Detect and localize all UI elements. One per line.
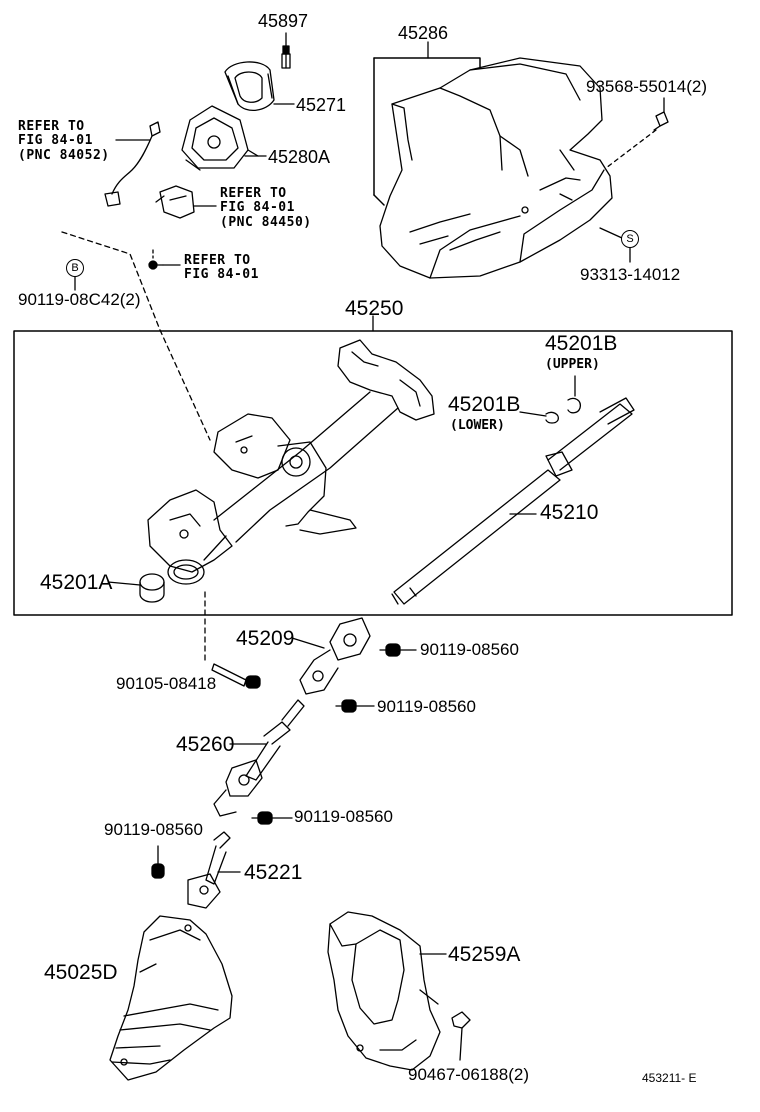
part-45280A-bracket: [181, 105, 259, 171]
label-45897: 45897: [258, 11, 309, 31]
refer-3-line-b: FIG 84-01: [184, 267, 259, 282]
part-45201B-upper-clip: [567, 397, 581, 414]
label-45025D: 45025D: [44, 961, 118, 984]
refer-1-line-c: (PNC 84052): [18, 148, 110, 163]
label-45271: 45271: [296, 95, 347, 115]
label-45286: 45286: [398, 23, 449, 43]
label-45201A: 45201A: [40, 571, 113, 594]
bolt-90119-08560-c: [251, 811, 273, 825]
bolt-90119-08560-b: [335, 699, 357, 713]
label-45201B-upper: 45201B: [545, 332, 618, 355]
label-90119-08560-b: 90119-08560: [377, 697, 476, 716]
label-45250: 45250: [345, 297, 404, 320]
part-45286-cover: [379, 57, 613, 279]
part-45250-column: [147, 339, 435, 585]
marker-b: B: [66, 259, 84, 277]
label-45221: 45221: [244, 861, 303, 884]
refer-1-line-a: REFER TO: [18, 119, 85, 134]
refer-2-line-c: (PNC 84450): [220, 215, 312, 230]
label-upper: (UPPER): [545, 357, 600, 372]
bolt-90119-08560-d: [151, 845, 165, 879]
part-45271-clamp: [224, 61, 275, 111]
refer-sensor-wire: [104, 121, 161, 207]
label-45210: 45210: [540, 501, 599, 524]
label-90105-08418: 90105-08418: [116, 674, 217, 693]
part-45025D-boot: [109, 915, 233, 1081]
refer-2-line-a: REFER TO: [220, 186, 287, 201]
figure-code: 453211- E: [642, 1071, 697, 1085]
bolt-90119-08560-a: [379, 643, 401, 657]
label-90119-08560-c: 90119-08560: [294, 807, 393, 826]
bolt-90105-08418: [211, 663, 261, 689]
part-93568-screw: [653, 111, 669, 131]
label-93568-55014: 93568-55014(2): [586, 77, 707, 96]
refer-1-line-b: FIG 84-01: [18, 133, 93, 148]
part-45201B-lower-clip: [545, 411, 559, 424]
label-90119-08560-d: 90119-08560: [104, 820, 203, 839]
refer-small-bolt: [148, 260, 164, 270]
label-45201B-lower: 45201B: [448, 393, 521, 416]
part-45897-bolt: [281, 45, 291, 69]
label-45209: 45209: [236, 627, 295, 650]
refer-3-line-a: REFER TO: [184, 253, 251, 268]
refer-switch: [155, 185, 195, 219]
part-45209-ujoint: [299, 617, 371, 695]
label-lower: (LOWER): [450, 418, 505, 433]
label-90119-08C42: 90119-08C42(2): [18, 290, 141, 309]
part-45221-shaft: [187, 831, 231, 909]
part-90467-clip: [451, 1011, 471, 1061]
label-45280A: 45280A: [268, 147, 331, 167]
column-assembly-box: [13, 330, 733, 616]
refer-2-line-b: FIG 84-01: [220, 200, 295, 215]
label-93313-14012: 93313-14012: [580, 265, 681, 284]
part-45210-shaft: [391, 397, 635, 605]
part-45259A-cover: [327, 911, 441, 1071]
label-45260: 45260: [176, 733, 235, 756]
part-45201A-bushing: [139, 573, 165, 603]
label-90467-06188: 90467-06188(2): [408, 1065, 529, 1084]
part-45260-ishaft: [213, 699, 305, 817]
label-45259A: 45259A: [448, 943, 521, 966]
marker-s: S: [621, 230, 639, 248]
label-90119-08560-a: 90119-08560: [420, 640, 519, 659]
